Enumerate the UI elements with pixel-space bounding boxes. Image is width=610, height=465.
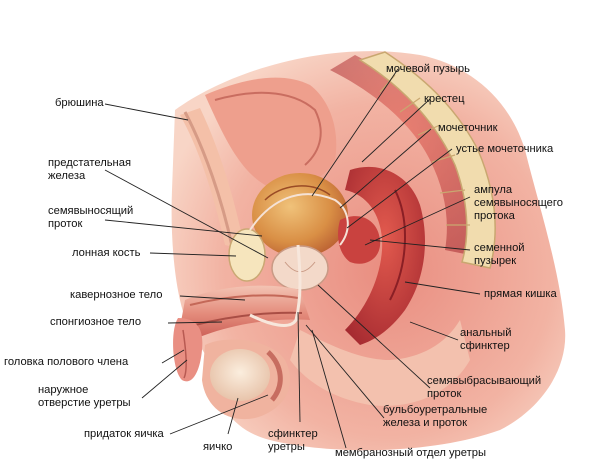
peritoneum-layer [183, 111, 234, 247]
label-anal-sphincter: анальный сфинктер [460, 327, 512, 352]
label-ureter: мочеточник [438, 122, 498, 134]
intestine-folds [205, 77, 337, 189]
label-seminal-vesicle: семенной пузырек [474, 242, 525, 267]
label-glans: головка полового члена [4, 356, 129, 368]
testis [210, 349, 270, 401]
label-urethral-opening: наружное отверстие уретры [38, 384, 131, 409]
label-testis: яичко [203, 441, 233, 453]
label-membranous-urethra: мембранозный отдел уретры [335, 447, 486, 459]
epididymis [266, 350, 283, 402]
label-bladder: мочевой пузырь [386, 63, 470, 75]
glans [173, 318, 203, 382]
urethra [249, 244, 302, 327]
label-prostate: предстательная железа [48, 157, 132, 182]
label-ampulla: ампула семявыносящего протока [474, 184, 563, 222]
label-bulbourethral: бульбоуретральные железа и проток [383, 404, 488, 429]
label-vas-deferens: семявыносящий проток [48, 205, 134, 230]
label-pubic-bone: лонная кость [72, 247, 141, 259]
label-epididymis: придаток яичка [84, 428, 164, 440]
label-corpus-spongiosum: спонгиозное тело [50, 316, 142, 328]
label-rectum: прямая кишка [484, 288, 557, 300]
label-ejaculatory-duct: семявыбрасывающий проток [427, 375, 542, 400]
pubic-bone [228, 228, 266, 282]
label-urethral-sphincter: сфинктер уретры [268, 428, 318, 453]
label-corpus-cavernosum: кавернозное тело [70, 289, 163, 301]
perineum [290, 320, 470, 406]
sacrum-bone [358, 51, 496, 269]
label-peritoneum: брюшина [55, 97, 104, 109]
rectum [345, 166, 425, 345]
label-ureteral-orifice: устье мочеточника [456, 143, 554, 155]
label-sacrum: крестец [424, 93, 465, 105]
bladder [252, 173, 348, 257]
leader-lines [104, 68, 481, 449]
